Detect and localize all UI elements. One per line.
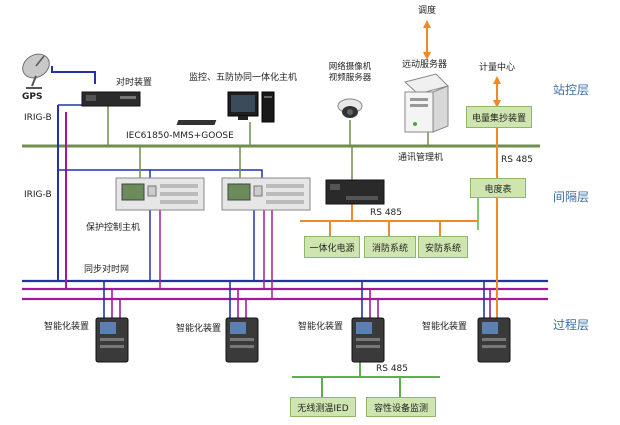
monitor-pc-icon: [176, 91, 275, 125]
irig-b-mid-label: IRIG-B: [24, 190, 52, 200]
smart-label-1: 智能化装置: [44, 322, 90, 332]
gps-dish-icon: [22, 53, 50, 89]
smart-label-4: 智能化装置: [422, 322, 468, 332]
smart-label-3: 智能化装置: [298, 322, 344, 332]
protection-host-1-icon: [115, 177, 205, 211]
camera-label-1: 网络摄像机: [328, 62, 372, 72]
capacitive-box: 容性设备监测: [366, 397, 436, 417]
timing-device-icon: [81, 91, 141, 107]
monitor-host-label: 监控、五防协同一体化主机: [189, 73, 298, 83]
smart-device-2-icon: [225, 317, 259, 363]
protection-host-2-icon: [221, 177, 311, 211]
bus-protocol-label: IEC61850-MMS+GOOSE: [126, 131, 234, 141]
dispatch-label: 调度: [417, 6, 437, 16]
remote-server-label: 远动服务器: [402, 60, 448, 70]
metering-arrow-up: [493, 76, 501, 84]
irig-mid-blue-2: [150, 169, 263, 178]
dispatch-arrow-up: [423, 20, 431, 28]
energy-collector-box: 电量集抄装置: [466, 106, 532, 128]
timing-device-label: 对时装置: [116, 78, 153, 88]
gps-label: GPS: [22, 92, 43, 102]
smart-device-1-icon: [95, 317, 129, 363]
camera-icon: [337, 98, 363, 118]
camera-label-2: 视频服务器: [328, 73, 372, 83]
layer-process: 过程层: [553, 318, 590, 332]
layer-station: 站控层: [553, 83, 590, 97]
smart-device-3-icon: [351, 317, 385, 363]
gps-to-timing-line: [51, 66, 96, 84]
layer-bay: 间隔层: [553, 190, 590, 204]
fire-box: 消防系统: [364, 236, 416, 258]
rs485-meter-label: RS 485: [501, 155, 534, 165]
comm-manager-label: 通讯管理机: [398, 153, 444, 163]
sync-net-label: 同步对时网: [84, 265, 130, 275]
smart-label-2: 智能化装置: [176, 324, 222, 334]
server-tower-icon: [403, 73, 449, 133]
ups-box: 一体化电源: [304, 236, 360, 258]
irig-mid-blue: [58, 169, 151, 178]
wireless-temp-box: 无线测温IED: [290, 397, 356, 417]
metering-arrow-down: [493, 100, 501, 108]
dispatch-arrow-down: [423, 52, 431, 60]
smart-drops: [103, 281, 491, 318]
rs485-bay-label: RS 485: [370, 208, 403, 218]
protection-host-label: 保护控制主机: [86, 223, 141, 233]
rs485-process-label: RS 485: [376, 364, 409, 374]
comm-manager-icon: [325, 179, 385, 205]
meter-box: 电度表: [470, 178, 526, 198]
security-box: 安防系统: [418, 236, 468, 258]
metering-center-label: 计量中心: [478, 63, 516, 73]
smart-device-4-icon: [477, 317, 511, 363]
irig-b-top-label: IRIG-B: [24, 113, 52, 123]
